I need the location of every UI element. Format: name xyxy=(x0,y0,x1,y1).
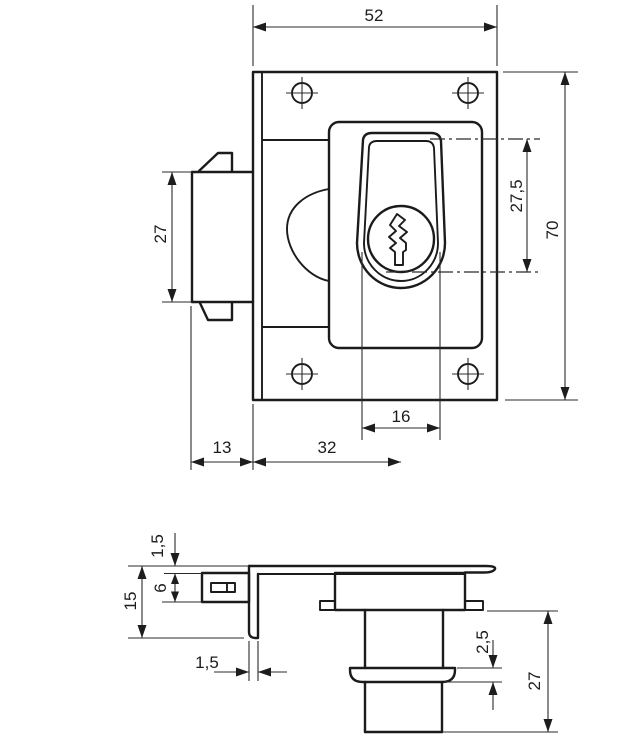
cylinder-collar xyxy=(348,666,457,684)
dimension-collar-height: 2,5 xyxy=(444,630,502,710)
lock-plate-outline xyxy=(251,70,499,402)
body-foot-left xyxy=(319,600,336,611)
dimension-bracket-depth: 15 xyxy=(121,565,249,639)
dim-label-2-5: 2,5 xyxy=(473,630,492,654)
dim-label-27-front: 27 xyxy=(151,225,170,244)
dimension-bolt-protrusion-and-backset: 13 32 xyxy=(190,306,401,470)
dimension-bolt-thickness: 6 xyxy=(151,572,202,603)
bracket-leg xyxy=(247,564,260,640)
dim-label-70: 70 xyxy=(543,221,562,240)
screw-hole-bottom-left xyxy=(286,358,318,390)
body-foot-right xyxy=(464,600,484,611)
dim-label-52: 52 xyxy=(365,6,384,25)
escutcheon-inner xyxy=(363,140,439,282)
dim-label-6: 6 xyxy=(151,583,170,592)
dim-label-32: 32 xyxy=(318,438,337,457)
dimension-cylinder-offset: 27,5 xyxy=(507,139,532,272)
dimension-plate-thickness: 1,5 xyxy=(148,533,180,566)
dim-label-15: 15 xyxy=(121,592,140,611)
side-view: 15 1,5 6 1,5 xyxy=(121,533,558,734)
dim-label-13: 13 xyxy=(213,438,232,457)
dim-label-16: 16 xyxy=(392,407,411,426)
screw-hole-top-left xyxy=(286,77,318,109)
bolt-lower-tab xyxy=(198,301,234,322)
dimension-cylinder-width: 16 xyxy=(361,252,441,440)
dim-label-27-5: 27,5 xyxy=(507,179,526,212)
bolt-side xyxy=(200,571,251,604)
keyway-profile xyxy=(388,213,408,266)
dim-label-27-side: 27 xyxy=(525,672,544,691)
dimension-plate-height: 70 xyxy=(503,71,578,401)
front-view: 52 70 27,5 27 xyxy=(151,5,578,470)
bolt-upper-tab xyxy=(197,151,234,173)
plate-top-profile xyxy=(247,564,497,574)
dimension-plate-width: 52 xyxy=(252,5,498,66)
body-side xyxy=(333,571,467,612)
dim-label-1-5-top: 1,5 xyxy=(148,534,167,558)
dim-label-1-5-bottom: 1,5 xyxy=(195,653,219,672)
screw-hole-bottom-right xyxy=(452,358,484,390)
cam-bump xyxy=(286,188,330,282)
dimension-leg-thickness: 1,5 xyxy=(195,641,287,681)
lock-body-cover xyxy=(327,120,484,350)
escutcheon-outer xyxy=(355,131,447,290)
dimension-cylinder-length: 27 xyxy=(442,610,558,733)
bolt-slot xyxy=(210,582,236,593)
dimension-bolt-height: 27 xyxy=(151,171,192,303)
screw-hole-top-right xyxy=(452,77,484,109)
